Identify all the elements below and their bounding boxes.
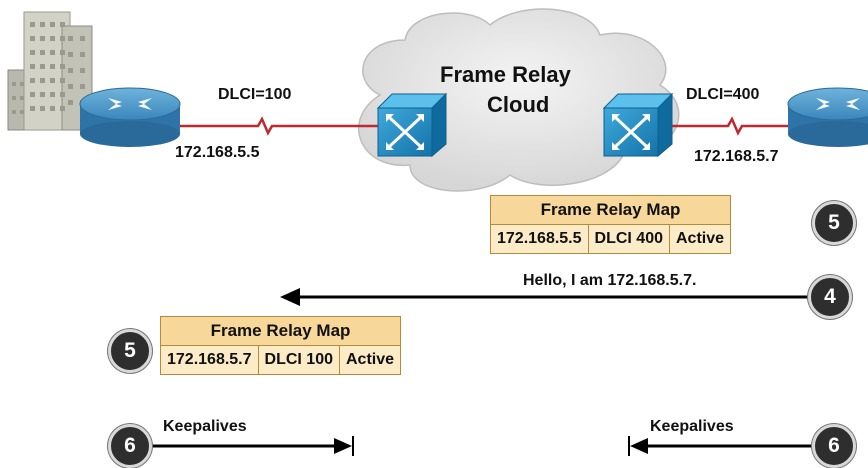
step-badge-6-right: 6 — [812, 424, 856, 468]
left-router-icon — [79, 87, 181, 147]
map-dlci: DLCI 400 — [587, 224, 671, 254]
keepalive-arrow-left — [150, 436, 354, 456]
frame-relay-map-left: Frame Relay Map 172.168.5.7 DLCI 100 Act… — [159, 316, 402, 375]
map-title: Frame Relay Map — [159, 316, 402, 346]
left-link — [178, 116, 378, 136]
map-status: Active — [338, 345, 402, 375]
left-dlci-label: DLCI=100 — [218, 86, 292, 103]
step-badge-5-left: 5 — [108, 329, 152, 373]
map-status: Active — [668, 224, 732, 254]
right-ip-label: 172.168.5.7 — [694, 148, 779, 165]
keepalive-label-left: Keepalives — [163, 418, 247, 435]
cloud-label-line1: Frame Relay — [440, 62, 571, 87]
right-dlci-label: DLCI=400 — [686, 86, 760, 103]
cloud-label-line2: Cloud — [487, 92, 550, 117]
left-switch-icon — [376, 92, 448, 158]
hello-message: Hello, I am 172.168.5.7. — [523, 272, 697, 289]
frame-relay-map-right: Frame Relay Map 172.168.5.5 DLCI 400 Act… — [489, 195, 732, 254]
right-switch-icon — [602, 92, 674, 158]
right-router-icon — [787, 87, 868, 147]
step-badge-5-right: 5 — [812, 201, 856, 245]
keepalive-label-right: Keepalives — [650, 418, 734, 435]
step-badge-4: 4 — [808, 275, 852, 319]
hello-arrow — [280, 288, 810, 306]
building-icon — [7, 11, 93, 131]
right-link — [664, 116, 792, 136]
map-dlci: DLCI 100 — [257, 345, 341, 375]
left-ip-label: 172.168.5.5 — [175, 144, 260, 161]
keepalive-arrow-right — [628, 436, 812, 456]
map-title: Frame Relay Map — [489, 195, 732, 225]
step-badge-6-left: 6 — [108, 424, 152, 468]
map-ip: 172.168.5.5 — [490, 224, 589, 254]
map-ip: 172.168.5.7 — [160, 345, 259, 375]
